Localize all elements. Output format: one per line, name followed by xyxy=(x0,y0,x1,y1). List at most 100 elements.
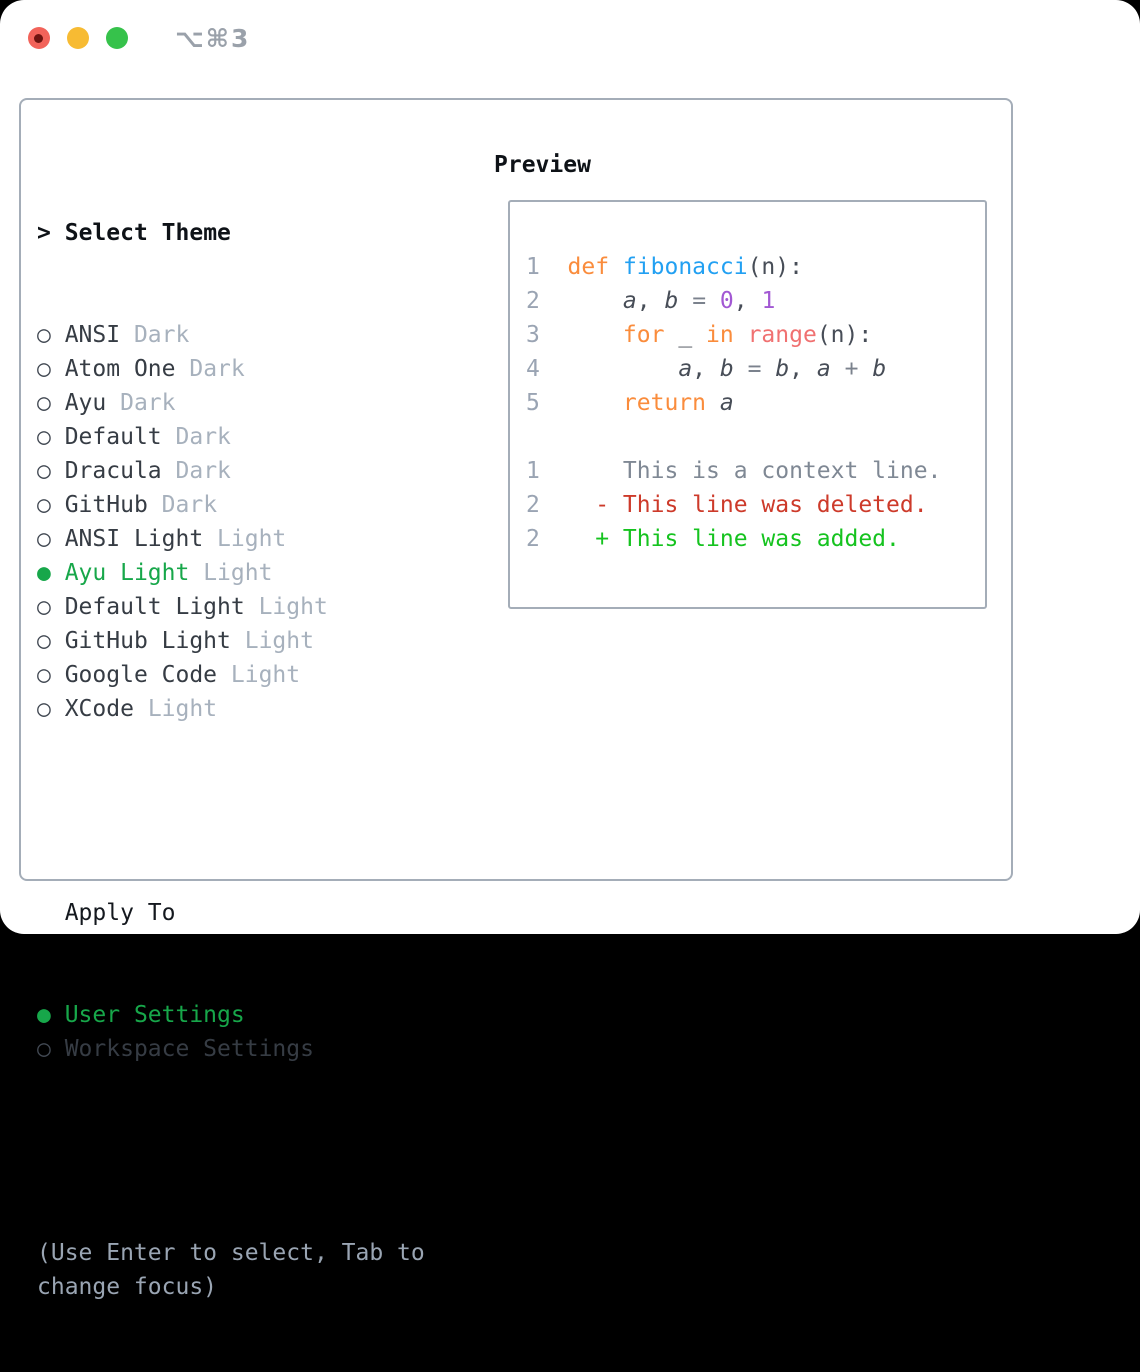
theme-name: Dracula xyxy=(64,458,162,484)
radio-unselected-icon: ○ xyxy=(37,696,65,722)
theme-list: ○ ANSI Dark○ Atom One Dark○ Ayu Dark○ De… xyxy=(37,318,477,726)
radio-unselected-icon: ○ xyxy=(37,322,65,348)
help-line: change focus) xyxy=(37,1274,218,1300)
theme-item-atom-one[interactable]: ○ Atom One Dark xyxy=(37,352,477,386)
code-token xyxy=(734,356,748,382)
select-theme-title: Select Theme xyxy=(64,220,231,246)
apply-to-title: Apply To xyxy=(64,900,176,926)
theme-item-github-light[interactable]: ○ GitHub Light Light xyxy=(37,624,477,658)
line-number: 5 xyxy=(526,390,540,416)
theme-item-dracula[interactable]: ○ Dracula Dark xyxy=(37,454,477,488)
theme-item-ayu[interactable]: ○ Ayu Dark xyxy=(37,386,477,420)
select-theme-header: > Select Theme xyxy=(37,216,477,250)
code-token: , xyxy=(733,288,762,314)
line-number: 3 xyxy=(526,322,540,348)
spacer xyxy=(37,1134,477,1168)
radio-unselected-icon: ○ xyxy=(37,526,65,552)
code-token: - This line was deleted. xyxy=(595,492,928,518)
preview-title: Preview xyxy=(494,152,591,178)
radio-unselected-icon: ○ xyxy=(37,390,65,416)
radio-unselected-icon: ○ xyxy=(37,424,65,450)
code-token xyxy=(568,288,623,314)
radio-unselected-icon: ○ xyxy=(37,492,65,518)
code-token: b xyxy=(719,356,734,382)
code-token: , xyxy=(789,356,817,382)
apply-option-label: User Settings xyxy=(64,1002,245,1028)
theme-item-ansi-light[interactable]: ○ ANSI Light Light xyxy=(37,522,477,556)
theme-name: ANSI xyxy=(64,322,121,348)
zoom-button-icon[interactable] xyxy=(106,27,128,49)
apply-option-workspace-settings[interactable]: ○ Workspace Settings xyxy=(37,1032,477,1066)
code-token: (n): xyxy=(816,322,873,348)
window-shortcut-label: ⌥⌘3 xyxy=(175,23,251,53)
theme-item-default-light[interactable]: ○ Default Light Light xyxy=(37,590,477,624)
apply-option-user-settings[interactable]: ● User Settings xyxy=(37,998,477,1032)
code-token: in xyxy=(706,322,734,348)
theme-variant-tag: Light xyxy=(217,526,287,552)
code-token xyxy=(858,356,872,382)
theme-variant-tag: Light xyxy=(258,594,328,620)
code-token: + This line was added. xyxy=(595,526,900,552)
prompt-caret-icon: > xyxy=(37,220,51,246)
theme-name: Google Code xyxy=(64,662,218,688)
theme-name: GitHub xyxy=(64,492,148,518)
line-number: 2 xyxy=(526,492,540,518)
theme-variant-tag: Light xyxy=(203,560,273,586)
spacer xyxy=(37,794,477,828)
code-token: for xyxy=(622,322,665,348)
code-line: 2 a, b = 0, 1 xyxy=(526,284,941,318)
theme-name: Ayu xyxy=(64,390,107,416)
code-token: 0 xyxy=(719,288,734,314)
code-line: 2 + This line was added. xyxy=(526,522,941,556)
code-token: 1 xyxy=(761,288,776,314)
code-token: range xyxy=(747,322,817,348)
code-token xyxy=(706,390,720,416)
theme-variant-tag: Dark xyxy=(175,424,231,450)
theme-variant-tag: Dark xyxy=(175,458,231,484)
theme-item-ayu-light[interactable]: ● Ayu Light Light xyxy=(37,556,477,590)
code-token: b xyxy=(664,288,679,314)
code-token: a xyxy=(622,288,637,314)
theme-name: Default xyxy=(64,424,162,450)
code-token xyxy=(568,322,623,348)
code-token: This is a context line. xyxy=(567,458,942,484)
theme-item-ansi[interactable]: ○ ANSI Dark xyxy=(37,318,477,352)
radio-unselected-icon: ○ xyxy=(37,458,65,484)
code-blank-line xyxy=(526,420,941,454)
line-number: 4 xyxy=(526,356,540,382)
code-token: = xyxy=(747,356,762,382)
theme-variant-tag: Light xyxy=(230,662,301,688)
code-line: 5 return a xyxy=(526,386,941,420)
code-token xyxy=(761,356,775,382)
code-token: _ xyxy=(664,322,707,348)
line-number: 1 xyxy=(526,458,540,484)
code-token: b xyxy=(775,356,790,382)
theme-item-github[interactable]: ○ GitHub Dark xyxy=(37,488,477,522)
theme-variant-tag: Dark xyxy=(120,390,176,416)
theme-item-xcode[interactable]: ○ XCode Light xyxy=(37,692,477,726)
theme-item-default[interactable]: ○ Default Dark xyxy=(37,420,477,454)
code-token: = xyxy=(692,288,707,314)
code-line: 4 a, b = b, a + b xyxy=(526,352,941,386)
theme-name: GitHub Light xyxy=(64,628,231,654)
theme-variant-tag: Dark xyxy=(161,492,218,518)
code-token: , xyxy=(636,288,665,314)
code-token xyxy=(568,390,623,416)
code-token xyxy=(734,322,748,348)
theme-item-google-code[interactable]: ○ Google Code Light xyxy=(37,658,477,692)
code-token xyxy=(568,526,596,552)
apply-option-label: Workspace Settings xyxy=(64,1036,314,1062)
radio-selected-icon: ● xyxy=(37,560,65,586)
titlebar: ⌥⌘3 xyxy=(28,23,251,53)
theme-variant-tag: Light xyxy=(147,696,218,722)
minimize-button-icon[interactable] xyxy=(67,27,89,49)
radio-unselected-icon: ○ xyxy=(37,356,65,382)
code-line: 2 - This line was deleted. xyxy=(526,488,941,522)
theme-variant-tag: Light xyxy=(244,628,314,654)
close-button-icon[interactable] xyxy=(28,27,50,49)
radio-unselected-icon: ○ xyxy=(37,628,65,654)
code-token: a xyxy=(678,356,693,382)
code-token: return xyxy=(622,390,707,416)
